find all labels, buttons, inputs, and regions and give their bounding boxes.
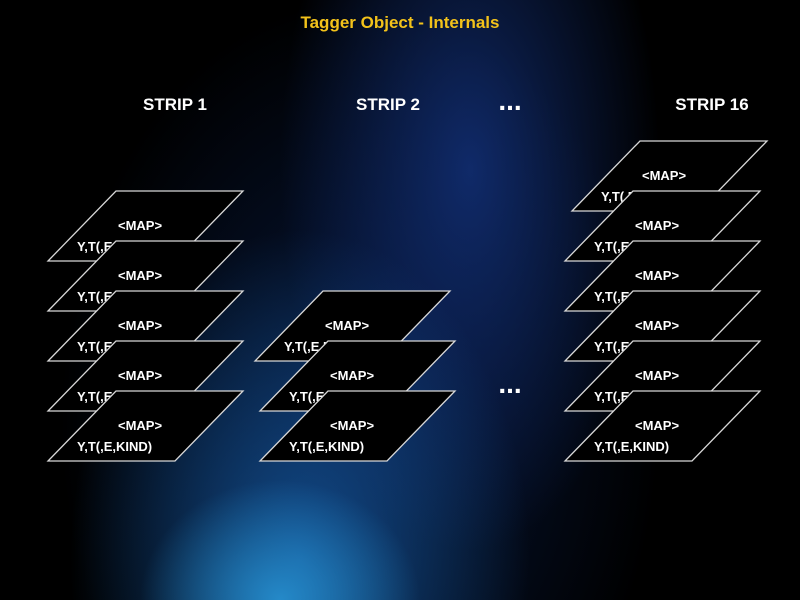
layer-map-label: <MAP> [118,268,162,283]
layer-map-label: <MAP> [330,418,374,433]
layer-map-label: <MAP> [325,318,369,333]
stack-layer: <MAP> Y,T(,E,KIND) [46,390,245,462]
layer-map-label: <MAP> [642,168,686,183]
layer-map-label: <MAP> [635,268,679,283]
strip-1-label: STRIP 1 [143,95,207,114]
strip-2-stack: <MAP>Y,T(,E,KIND)<MAP>Y,T(,E,KIND)<MAP>Y… [253,290,457,462]
layer-map-label: <MAP> [635,418,679,433]
layer-fields-label: Y,T(,E,KIND) [289,439,364,454]
strip-16-stack: <MAP>Y,T(,E,KIND)<MAP>Y,T(,E,KIND)<MAP>Y… [563,140,769,462]
stack-layer: <MAP> Y,T(,E,KIND) [258,390,457,462]
ellipsis-middle: ... [498,368,521,399]
layer-map-label: <MAP> [635,318,679,333]
diagram-title: Tagger Object - Internals [300,13,499,32]
layer-plate [258,390,457,462]
strip-2-label: STRIP 2 [356,95,420,114]
layer-map-label: <MAP> [330,368,374,383]
layer-fields-label: Y,T(,E,KIND) [77,439,152,454]
stack-layer: <MAP> Y,T(,E,KIND) [563,390,762,462]
layer-map-label: <MAP> [635,218,679,233]
layer-map-label: <MAP> [118,218,162,233]
layer-plate [563,390,762,462]
layer-fields-label: Y,T(,E,KIND) [594,439,669,454]
layer-plate [46,390,245,462]
layer-map-label: <MAP> [118,368,162,383]
strip-16-label: STRIP 16 [675,95,748,114]
ellipsis-top: ... [498,85,521,116]
strip-1-stack: <MAP>Y,T(,E,KIND)<MAP>Y,T(,E,KIND)<MAP>Y… [46,190,245,462]
layer-map-label: <MAP> [118,418,162,433]
layer-map-label: <MAP> [635,368,679,383]
layer-map-label: <MAP> [118,318,162,333]
